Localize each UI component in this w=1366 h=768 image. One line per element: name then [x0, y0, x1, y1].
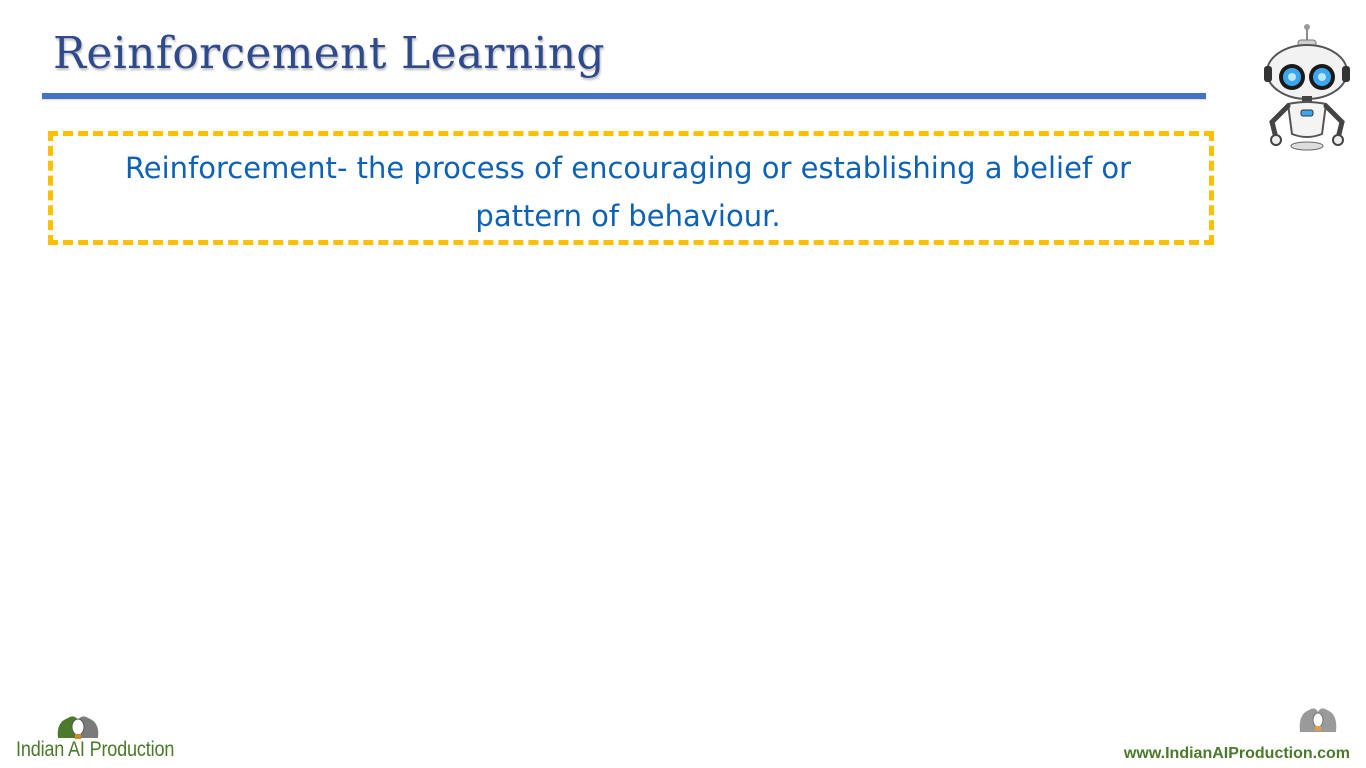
- slide-title: Reinforcement Learning: [53, 28, 605, 79]
- robot-mascot-icon: [1264, 24, 1350, 151]
- brain-bulb-logo-icon: [57, 716, 99, 739]
- definition-text: Reinforcement- the process of encouragin…: [63, 144, 1193, 240]
- definition-term: Reinforcement: [124, 151, 337, 185]
- title-underline: [42, 93, 1206, 99]
- website-link[interactable]: www.IndianAIProduction.com: [1123, 745, 1350, 762]
- definition-line-1: - the process of encouraging or establis…: [336, 151, 1132, 185]
- brand-logo: Indian AI Production: [14, 712, 184, 764]
- brain-bulb-small-icon: [1299, 708, 1337, 732]
- definition-box: Reinforcement- the process of encouragin…: [48, 131, 1214, 245]
- brand-name: Indian AI Production: [16, 738, 175, 761]
- definition-line-2: pattern of behaviour.: [475, 199, 781, 233]
